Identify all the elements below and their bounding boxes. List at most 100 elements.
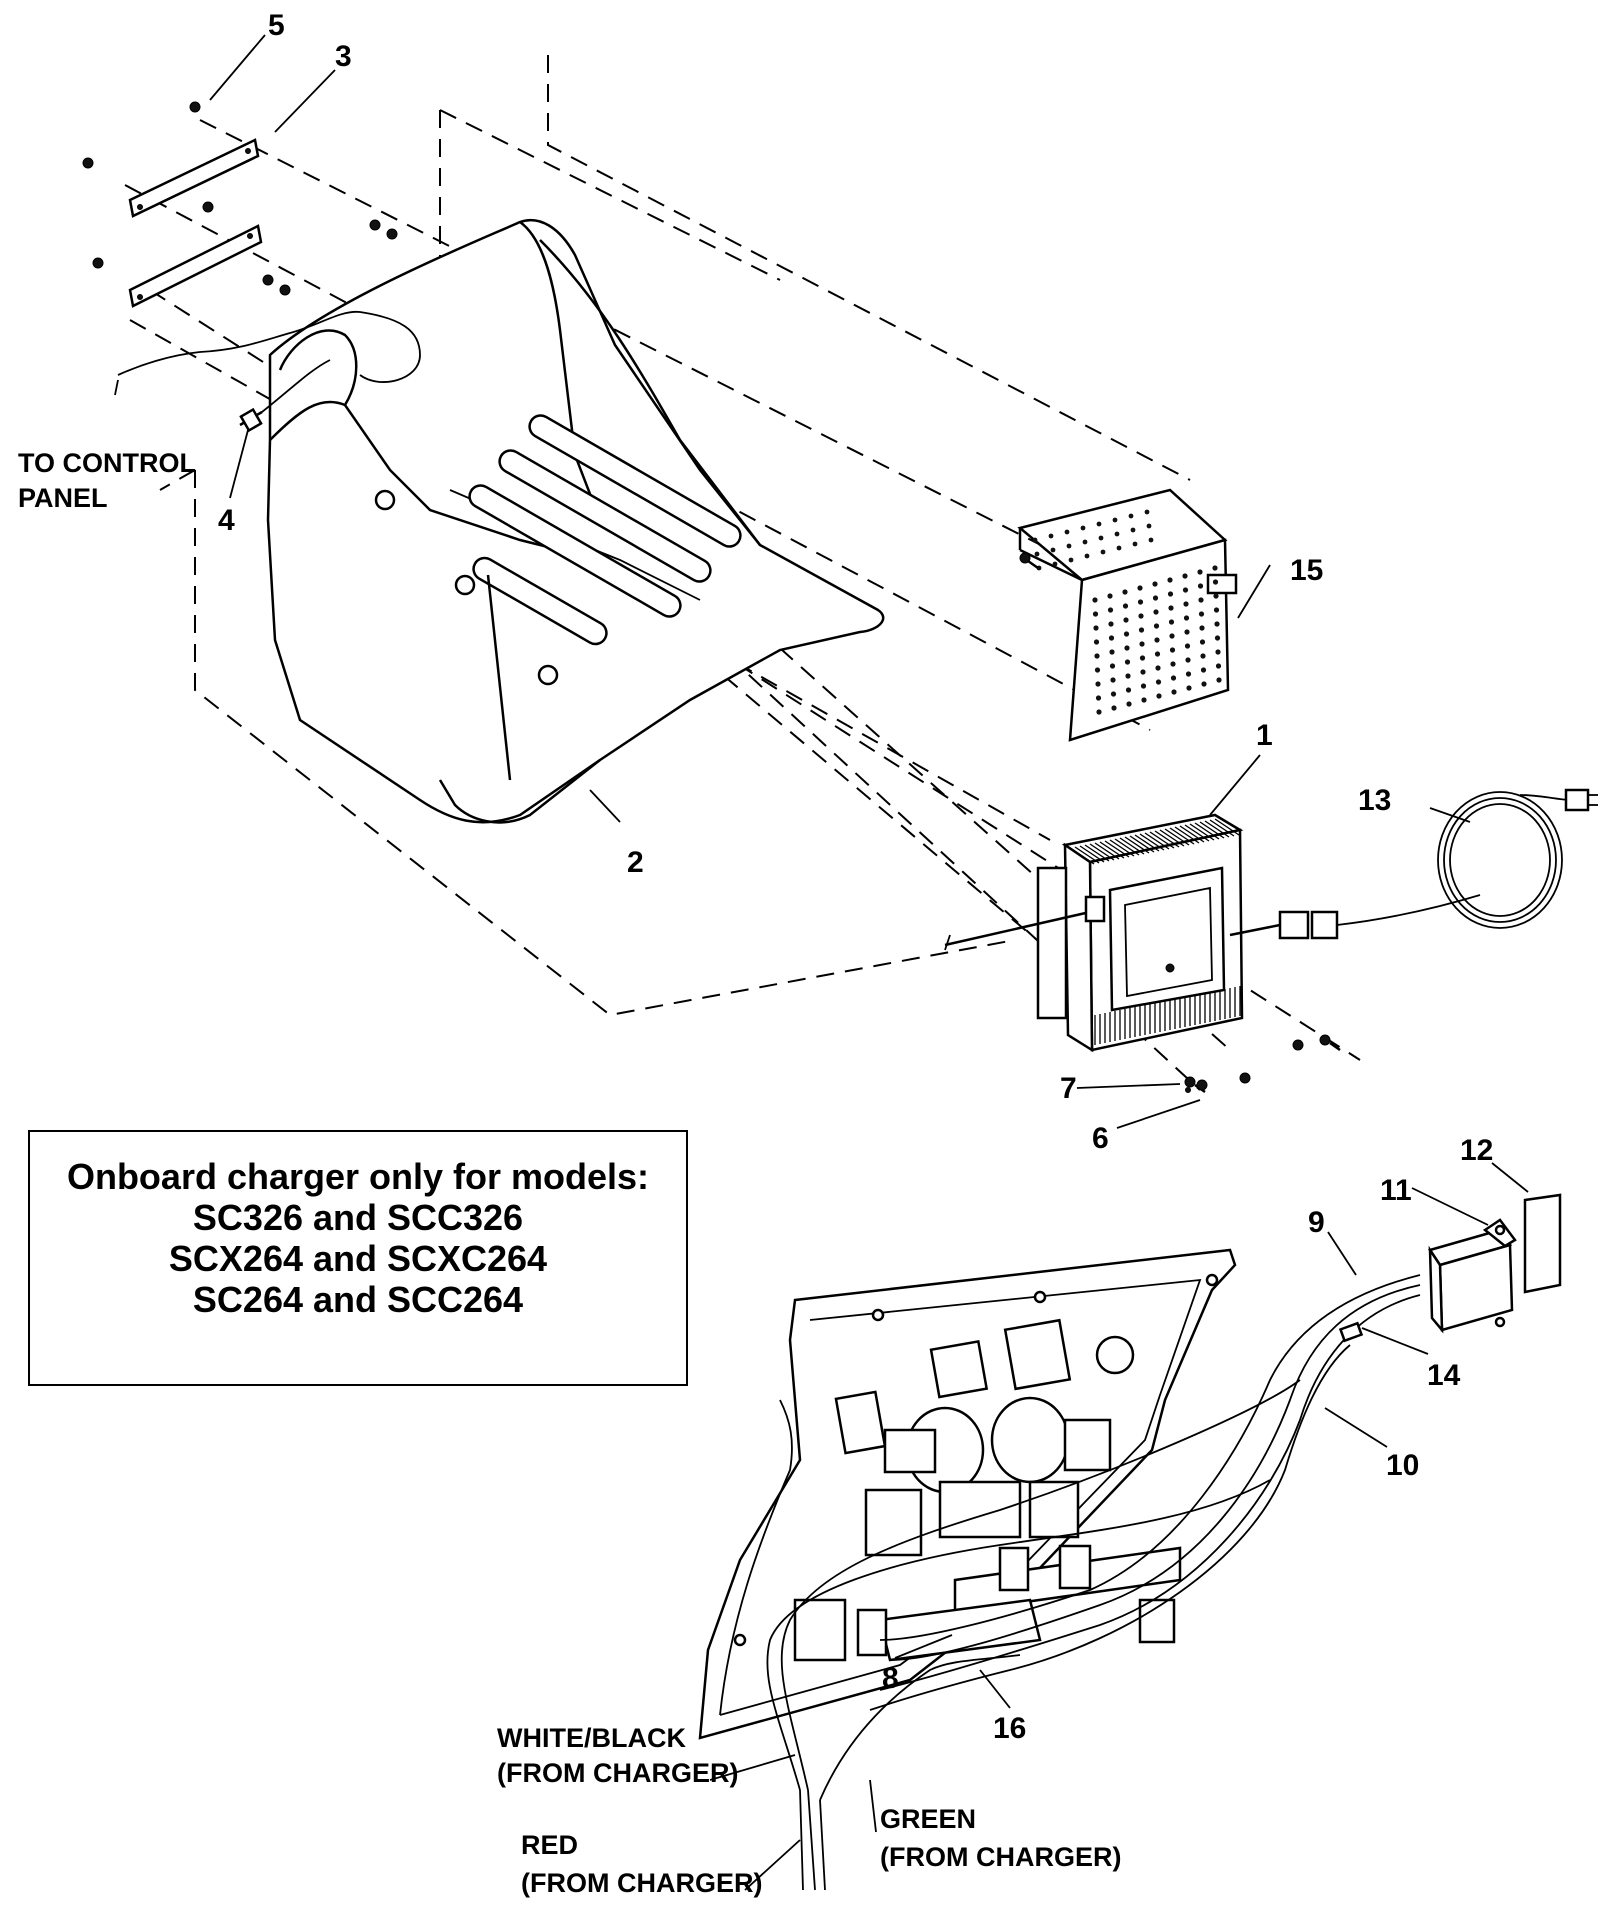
model-note-box: Onboard charger only for models: SC326 a… xyxy=(28,1130,688,1386)
cooling-fin xyxy=(1084,844,1110,862)
cooling-fin xyxy=(1199,821,1225,839)
shield-hole xyxy=(1123,631,1130,637)
shield-hole xyxy=(1082,539,1088,545)
note-model-line-3: SC264 and SCC264 xyxy=(192,1279,524,1320)
shield-hole xyxy=(1130,527,1136,533)
cooling-fin xyxy=(1179,825,1205,843)
cooling-fin xyxy=(1189,823,1215,841)
shield-hole xyxy=(1066,543,1072,549)
shield-hole xyxy=(1140,683,1147,689)
shield-hole xyxy=(1200,653,1206,659)
battery-charger xyxy=(1036,813,1244,1053)
callout-10: 10 xyxy=(1386,1449,1419,1482)
heat-shield xyxy=(1017,488,1238,742)
shield-hole xyxy=(1109,649,1115,655)
callout-7: 7 xyxy=(1060,1072,1077,1105)
shield-hole xyxy=(1122,603,1129,609)
shield-hole xyxy=(1084,553,1090,559)
callout-16: 16 xyxy=(993,1712,1026,1745)
shield-hole xyxy=(1141,697,1147,703)
cooling-fin xyxy=(1089,843,1115,861)
shield-hole xyxy=(1094,667,1101,673)
shield-hole xyxy=(1215,649,1221,655)
cooling-fin xyxy=(1174,826,1200,844)
shield-hole xyxy=(1122,589,1128,595)
shield-hole xyxy=(1184,643,1191,649)
shield-hole xyxy=(1092,597,1098,603)
cooling-fin xyxy=(1134,834,1160,852)
shield-hole xyxy=(1124,645,1130,651)
shield-hole xyxy=(1123,617,1129,623)
shield-hole xyxy=(1098,535,1104,541)
shield-hole xyxy=(1200,667,1207,673)
callout-4: 4 xyxy=(218,504,235,537)
callout-8: 8 xyxy=(882,1662,899,1695)
callout-9: 9 xyxy=(1308,1206,1325,1239)
cooling-fin xyxy=(1154,830,1180,848)
shield-hole xyxy=(1125,673,1131,679)
note-model-line-1: SC326 and SCC326 xyxy=(192,1197,524,1238)
ac-power-cord xyxy=(1229,788,1598,940)
callout-12: 12 xyxy=(1460,1134,1493,1167)
shield-hole xyxy=(1116,545,1122,551)
shield-hole xyxy=(1109,663,1116,669)
shield-hole xyxy=(1183,615,1190,621)
shield-hole xyxy=(1137,585,1143,591)
shield-hole xyxy=(1170,661,1176,667)
callout-5: 5 xyxy=(268,9,285,42)
cooling-fin xyxy=(1119,837,1145,855)
shield-hole xyxy=(1198,611,1205,617)
shield-hole xyxy=(1110,677,1116,683)
shield-hole xyxy=(1114,531,1120,537)
shield-hole xyxy=(1034,551,1040,557)
charger-cooling-fins xyxy=(1069,818,1241,1045)
shield-hole xyxy=(1095,681,1101,687)
shield-hole xyxy=(1169,647,1176,653)
shield-hole xyxy=(1154,637,1160,643)
insulating-pad xyxy=(1523,1193,1562,1294)
callout-11: 11 xyxy=(1380,1174,1412,1207)
shield-hole xyxy=(1138,613,1144,619)
cooling-fin xyxy=(1184,824,1210,842)
shield-hole xyxy=(1112,517,1118,523)
shield-hole xyxy=(1201,681,1207,687)
charger-dc-cable xyxy=(944,895,1106,951)
shield-hole xyxy=(1152,595,1159,601)
shield-hole xyxy=(1096,521,1102,527)
mounting-brackets xyxy=(128,138,263,308)
shield-hole xyxy=(1167,591,1174,597)
shield-hole xyxy=(1156,693,1162,699)
shield-hole xyxy=(1214,635,1221,641)
cooling-fin xyxy=(1114,838,1140,856)
shield-hole xyxy=(1213,607,1220,613)
shield-hole xyxy=(1186,685,1192,691)
shield-hole xyxy=(1092,611,1099,617)
shield-hole xyxy=(1126,701,1132,707)
shield-hole xyxy=(1080,525,1086,531)
red-label-line2: (FROM CHARGER) xyxy=(521,1868,762,1898)
shield-hole xyxy=(1185,671,1192,677)
cooling-fin xyxy=(1169,827,1195,845)
shield-hole xyxy=(1155,665,1161,671)
cooling-fin xyxy=(1214,818,1240,836)
shield-hole xyxy=(1052,561,1058,567)
callout-14: 14 xyxy=(1427,1359,1461,1392)
shield-hole xyxy=(1154,651,1161,657)
cooling-fin xyxy=(1204,820,1230,838)
cooling-fin xyxy=(1099,841,1125,859)
shield-hole xyxy=(1170,675,1177,681)
shield-hole xyxy=(1093,625,1099,631)
shield-hole xyxy=(1032,537,1038,543)
shield-hole xyxy=(1212,565,1218,571)
shield-hole xyxy=(1132,541,1138,547)
cooling-fin xyxy=(1159,829,1185,847)
cooling-fin xyxy=(1104,840,1130,858)
shield-hole xyxy=(1096,709,1102,715)
control-cable xyxy=(114,311,421,433)
leader-lines xyxy=(209,34,1529,1891)
shield-hole xyxy=(1095,695,1102,701)
cooling-fin xyxy=(1129,835,1155,853)
cooling-fin xyxy=(1149,831,1175,849)
cooling-fin xyxy=(1074,846,1100,864)
